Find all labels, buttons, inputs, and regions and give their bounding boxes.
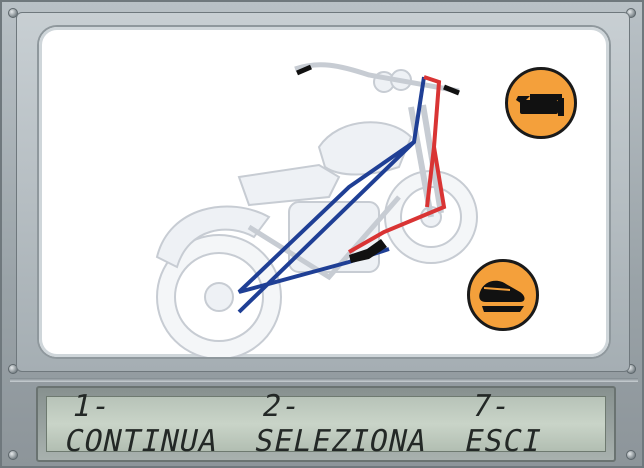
handlebar (294, 62, 460, 94)
option-continua[interactable]: 1-CONTINUA (61, 389, 222, 459)
foot-brake-pedal-icon[interactable] (467, 259, 539, 331)
right-grip (443, 84, 460, 96)
rear-brake-line-branch (237, 140, 416, 314)
brake-diagram (155, 62, 478, 357)
hand-brake-lever-icon[interactable] (505, 67, 577, 139)
brake-pedal (349, 239, 387, 263)
panel-divider (10, 378, 638, 382)
front-brake-line (348, 75, 447, 254)
lcd-display: 1-CONTINUA 2-SELEZIONA 7-ESCI (46, 389, 606, 459)
display-screen (39, 27, 609, 357)
option-seleziona[interactable]: 2-SELEZIONA (251, 389, 431, 459)
screw (626, 450, 636, 460)
lcd-frame: 1-CONTINUA 2-SELEZIONA 7-ESCI (36, 386, 616, 462)
left-grip (296, 64, 312, 76)
option-esci[interactable]: 7-ESCI (461, 389, 546, 459)
screen-bezel (16, 12, 630, 372)
front-brake-line-branch (425, 146, 436, 208)
screw (8, 450, 18, 460)
